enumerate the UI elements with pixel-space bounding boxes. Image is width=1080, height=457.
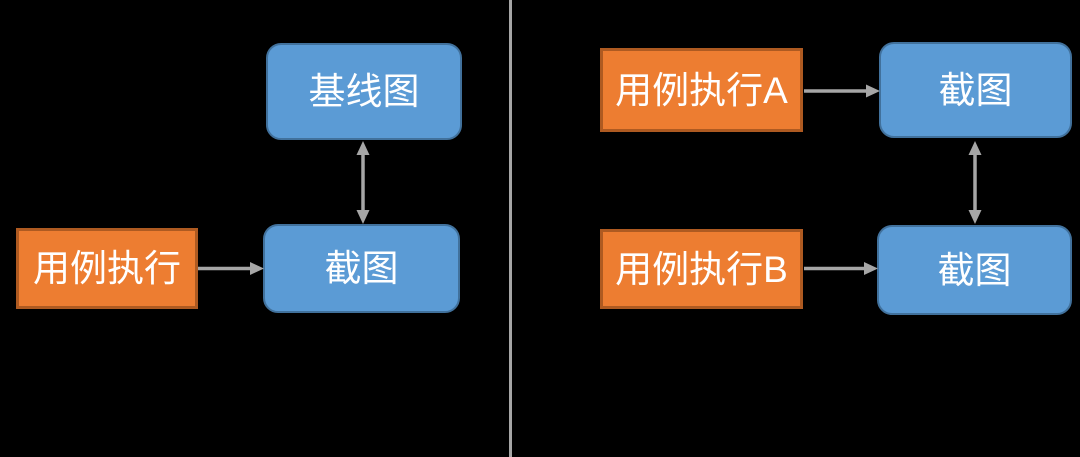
node-screenshot-left: 截图 (263, 224, 460, 313)
node-case-execution-label: 用例执行 (33, 248, 181, 289)
arrow-baseline-screenshot-double (356, 141, 370, 224)
arrow-screenshot-a-b-double (968, 141, 982, 224)
node-case-execution-a: 用例执行A (600, 48, 803, 132)
node-case-execution-a-label: 用例执行A (615, 69, 788, 111)
node-baseline-image-label: 基线图 (308, 71, 420, 112)
node-screenshot-a: 截图 (879, 42, 1072, 138)
arrow-case-exec-b-to-screenshot-b (804, 262, 878, 275)
divider-line (509, 0, 512, 457)
node-case-execution-b: 用例执行B (600, 229, 803, 309)
node-baseline-image: 基线图 (266, 43, 462, 140)
node-screenshot-left-label: 截图 (324, 248, 399, 289)
node-screenshot-b-label: 截图 (937, 249, 1012, 291)
node-case-execution: 用例执行 (16, 228, 198, 309)
arrow-case-exec-to-screenshot (198, 262, 264, 275)
node-case-execution-b-label: 用例执行B (615, 248, 788, 290)
arrow-case-exec-a-to-screenshot-a (804, 84, 880, 98)
node-screenshot-a-label: 截图 (938, 69, 1013, 111)
node-screenshot-b: 截图 (877, 225, 1072, 315)
